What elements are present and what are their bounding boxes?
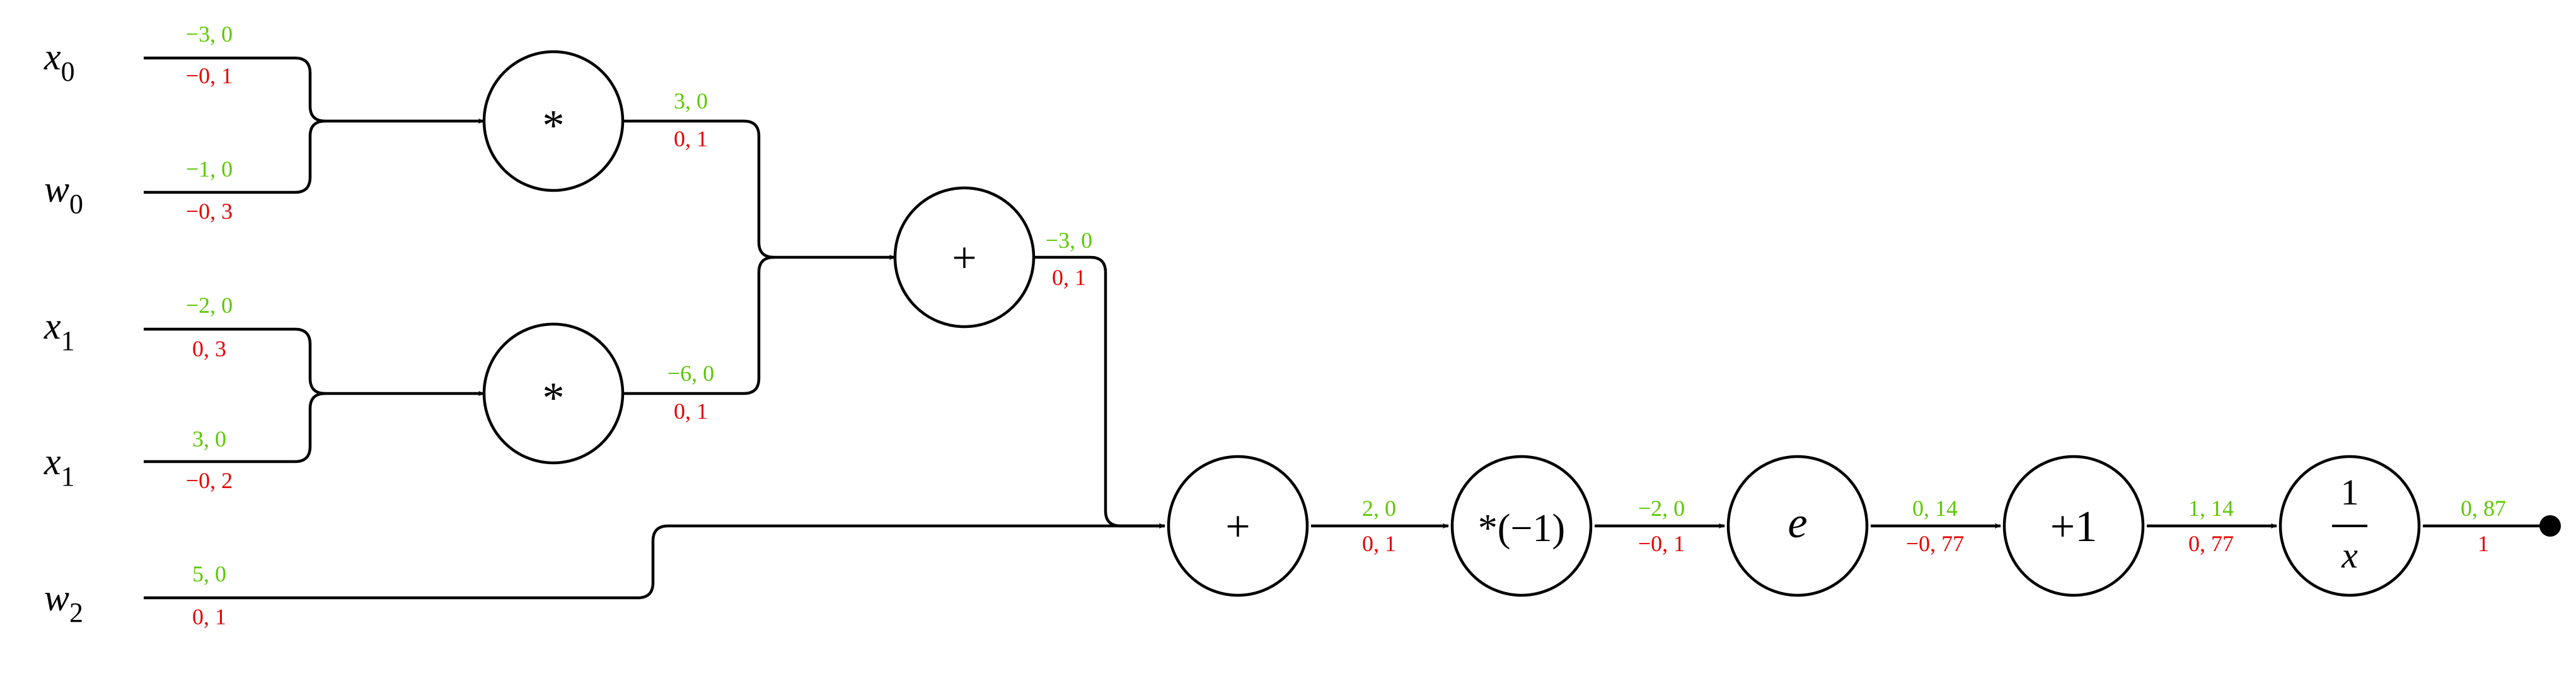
node-exp: e	[1726, 455, 1869, 597]
nodes: * * + + *(−1) e +1 1 x	[482, 50, 2421, 597]
input-label-x1b: x1	[43, 441, 75, 492]
node-add-2: +	[1167, 455, 1309, 597]
node-operator: +	[952, 234, 976, 283]
node-add-1: +	[893, 186, 1036, 329]
backward-value-neg: −0, 1	[1638, 531, 1685, 556]
wire-add1-add2	[1034, 255, 1165, 529]
node-circle	[2002, 455, 2145, 597]
node-reciprocal: 1 x	[2279, 455, 2421, 597]
forward-value-output: 0, 87	[2461, 496, 2506, 521]
node-plus-one: +1	[2002, 455, 2145, 597]
forward-value-plus1: 1, 14	[2188, 496, 2234, 521]
forward-value-x1b: 3, 0	[192, 426, 226, 452]
backward-value-x1a: 0, 3	[192, 336, 226, 361]
node-operator: *(−1)	[1478, 507, 1565, 550]
wire-x1a-mul2	[144, 327, 326, 395]
wires	[144, 56, 2561, 600]
input-label-w0: w0	[44, 168, 83, 219]
node-negate: *(−1)	[1450, 455, 1593, 597]
node-operator: *	[543, 374, 565, 422]
forward-value-neg: −2, 0	[1638, 496, 1685, 521]
node-operator: e	[1788, 499, 1807, 547]
backward-value-output: 1	[2478, 531, 2489, 556]
input-label-w2: w2	[44, 577, 83, 628]
node-operator: +1	[2050, 503, 2097, 551]
input-labels: x0 w0 x1 x1 w2	[43, 36, 83, 628]
backward-value-w2: 0, 1	[192, 604, 226, 629]
forward-value-mul2: −6, 0	[667, 361, 714, 386]
backward-value-plus1: 0, 77	[2188, 531, 2234, 556]
wire-x1b-mul2	[144, 390, 485, 463]
node-denominator: x	[2341, 535, 2358, 576]
input-label-x1a: x1	[43, 305, 75, 356]
wire-mul1-add1	[623, 119, 775, 259]
backward-value-x1b: −0, 2	[186, 468, 233, 493]
input-label-x0: x0	[43, 36, 75, 87]
node-circle	[893, 186, 1036, 329]
wire-w2-add2	[144, 523, 1165, 600]
forward-value-add2: 2, 0	[1362, 496, 1396, 521]
node-circle	[1450, 455, 1593, 597]
node-operator: *	[543, 102, 565, 150]
node-values: 3, 0 0, 1 −6, 0 0, 1 −3, 0 0, 1 2, 0 0, …	[667, 88, 2506, 556]
backward-value-add2: 0, 1	[1362, 531, 1396, 556]
node-circle	[1167, 455, 1309, 597]
backward-value-mul2: 0, 1	[674, 399, 708, 424]
node-multiply-2: *	[482, 322, 625, 465]
input-values: −3, 0 −0, 1 −1, 0 −0, 3 −2, 0 0, 3 3, 0 …	[186, 21, 233, 629]
forward-value-x0: −3, 0	[186, 21, 233, 47]
backward-value-x0: −0, 1	[186, 63, 233, 88]
backward-value-mul1: 0, 1	[674, 126, 708, 151]
node-numerator: 1	[2341, 472, 2359, 513]
node-circle	[1726, 455, 1869, 597]
forward-value-mul1: 3, 0	[674, 88, 708, 114]
node-circle	[482, 322, 625, 465]
forward-value-x1a: −2, 0	[186, 293, 233, 318]
forward-value-w2: 5, 0	[192, 561, 226, 586]
wire-mul2-add1	[623, 254, 896, 395]
backward-value-w0: −0, 3	[186, 199, 233, 224]
node-operator: +	[1225, 503, 1250, 551]
node-circle	[482, 50, 625, 192]
backward-value-add1: 0, 1	[1052, 265, 1086, 290]
forward-value-w0: −1, 0	[186, 156, 233, 182]
output-terminal	[2539, 515, 2561, 537]
forward-value-add1: −3, 0	[1046, 228, 1092, 253]
wire-w0-mul1	[144, 118, 485, 194]
backward-value-exp: −0, 77	[1906, 531, 1964, 556]
wire-x0-mul1	[144, 56, 326, 123]
forward-value-exp: 0, 14	[1912, 496, 1958, 521]
node-multiply-1: *	[482, 50, 625, 192]
